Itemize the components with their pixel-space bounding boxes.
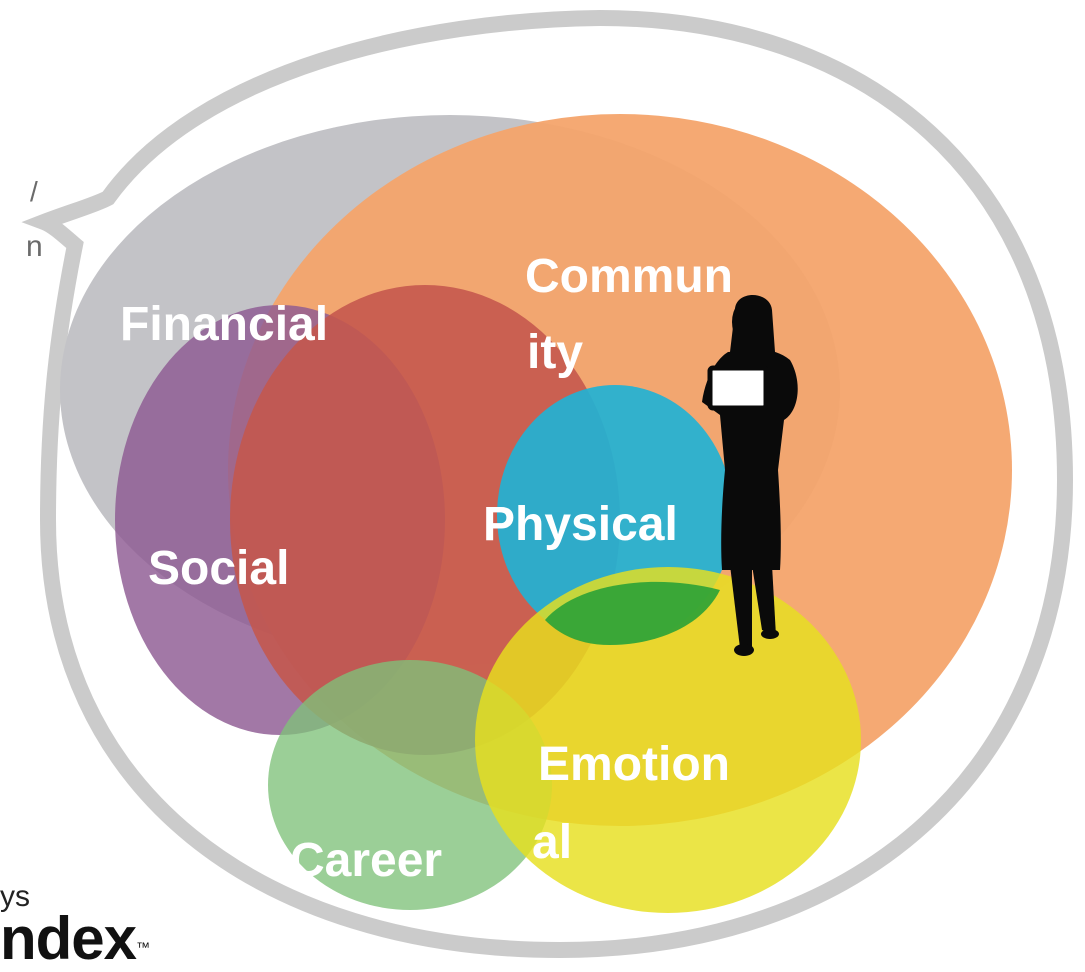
label-physical: Physical: [483, 498, 678, 551]
speech-bubble-outline: [21, 9, 1074, 959]
cut-off-text-1: /: [30, 176, 38, 207]
label-career: Career: [290, 834, 442, 887]
label-financial: Financial: [120, 298, 328, 351]
businesswoman-silhouette-icon: [702, 295, 798, 656]
label-community-line1: Commun: [525, 250, 733, 303]
logo-wordmark: ndex: [0, 905, 137, 972]
logo-text-small: ys: [0, 880, 30, 913]
label-community-line2: ity: [527, 326, 583, 379]
circle-emotional: [475, 567, 861, 913]
logo-text-large: ndex™: [0, 905, 150, 972]
trademark-symbol: ™: [136, 939, 150, 955]
label-social: Social: [148, 542, 289, 595]
label-emotional-line2: al: [532, 816, 572, 869]
cut-off-text-2: n: [26, 230, 43, 263]
overlap-physical-emotional: [545, 581, 720, 645]
label-emotional-line1: Emotion: [538, 738, 730, 791]
